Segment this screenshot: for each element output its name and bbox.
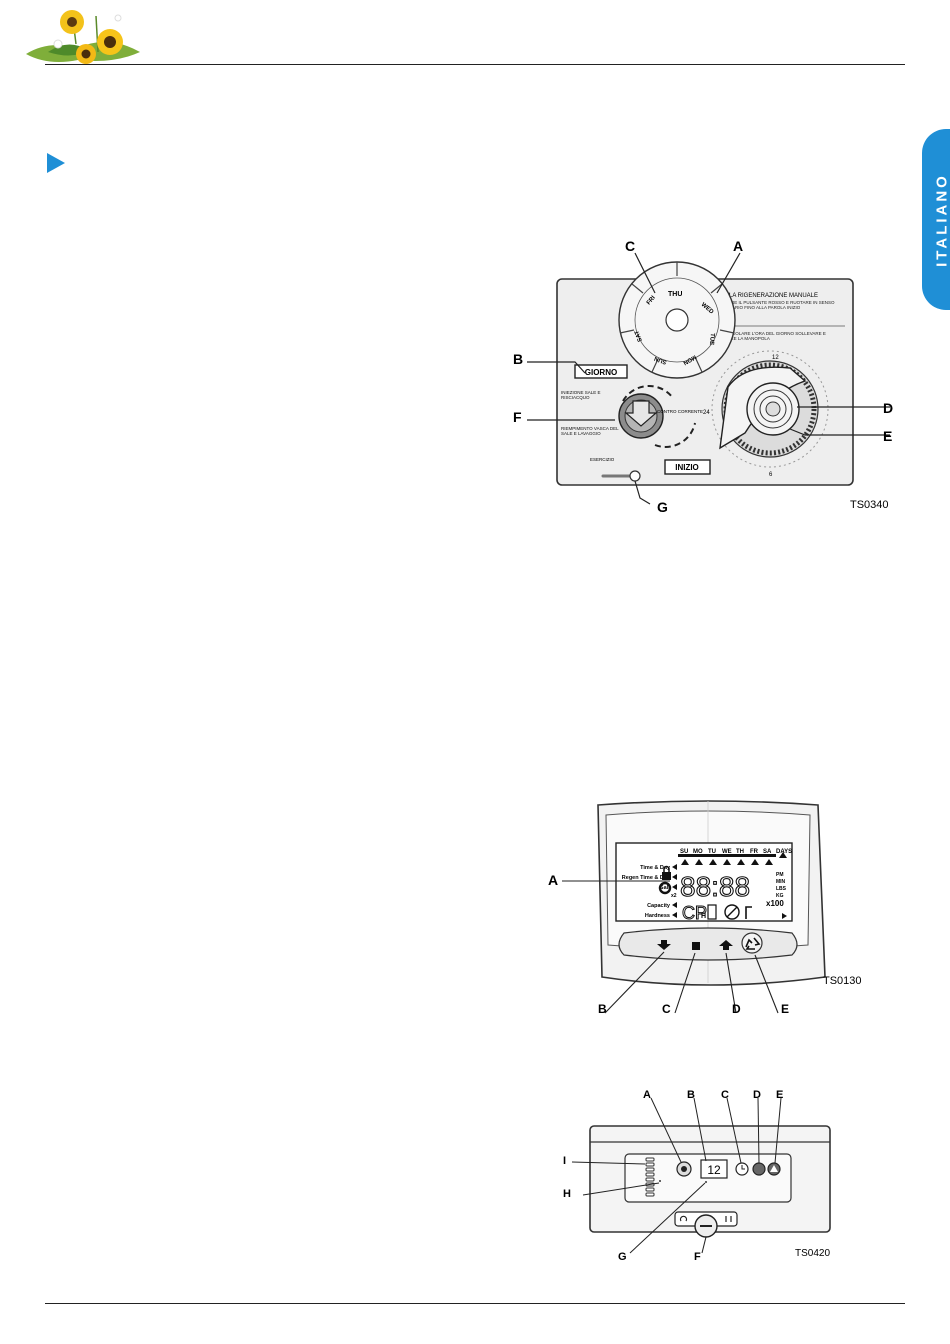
regen-cycle-icon [658,881,672,895]
dial-24-label: 24 [703,410,710,416]
callout-f: F [513,409,522,425]
panel-callout-a: A [643,1089,651,1101]
lcd-multiplier: x100 [766,899,784,908]
language-tab-label: ITALIANO [933,172,950,267]
dial-6-label: 6 [769,472,773,478]
callout-e: E [883,428,892,444]
lcd-unit-pm: PM [776,872,784,878]
lock-icon [662,872,671,880]
day-label-tue: TUE [708,333,715,345]
callout-d: D [883,400,893,416]
service-dot-icon [752,1162,766,1176]
lcd-callout-c: C [662,1002,671,1016]
callout-g: G [657,499,668,515]
service-label: ESERCIZIO [590,457,615,462]
lcd-callout-b: B [598,1002,607,1016]
panel-display-value: 12 [707,1163,721,1177]
callout-a: A [733,238,743,254]
callout-c: C [625,238,635,254]
manual-regen-body: PREMERE IL PULSANTE ROSSO E RUOTARE IN S… [715,300,835,310]
service-indicator [629,470,641,482]
refill-label: RIEMPIMENTO VASCA DEL SALE E LAVAGGIO [561,426,619,436]
footer-rule [45,1303,905,1304]
lcd-callout-a: A [548,872,558,888]
lcd-label-regen-time-day: Regen Time & Day [622,875,671,881]
lcd-h: H [701,913,706,920]
day-label-fri: FRI [646,295,657,307]
lcd-day-days: DAYS [776,849,792,855]
timer-figure: PER LA RIGENERAZIONE MANUALE PREMERE IL … [505,233,905,518]
lcd-callout-d: D [732,1002,741,1016]
panel-callout-g: G [618,1251,627,1263]
lcd-digits: 88:88 [680,871,750,902]
lcd-day-sa: SA [763,849,772,855]
header-rule [45,64,905,65]
panel-controller-figure: 12 A B C D E I H G F T [555,1082,855,1267]
panel-figure-code: TS0420 [795,1248,830,1259]
dial-12-label: 12 [772,355,779,361]
panel-callout-f: F [694,1251,701,1263]
panel-callout-d: D [753,1089,761,1101]
day-label-sun: SUN [654,355,668,365]
section-arrow-icon [47,153,65,173]
lcd-unit-kg: KG [776,893,784,899]
panel-callout-b: B [687,1089,695,1101]
lcd-day-mo: MO [693,849,703,855]
lcd-callout-e: E [781,1002,789,1016]
panel-callout-e: E [776,1089,783,1101]
lcd-x2: x2 [671,893,677,899]
lcd-day-we: WE [722,849,732,855]
giorno-label: GIORNO [585,368,617,377]
lcd-day-fr: FR [750,849,759,855]
lcd-unit-min: MIN [776,879,786,885]
lcd-unit-lbs: LBS [776,886,787,892]
panel-callout-c: C [721,1089,729,1101]
flag-icon [745,906,752,919]
lcd-cp: CP [682,903,707,923]
lcd-label-salt: Salt [660,885,670,891]
manual-regen-title: PER LA RIGENERAZIONE MANUALE [715,293,818,299]
panel-callout-i: I [563,1155,566,1167]
callout-b: B [513,351,523,367]
language-tab[interactable]: ITALIANO [922,129,950,310]
counter-current-label: CONTRO CORRENTE [657,409,703,414]
lcd-controller-figure: SU MO TU WE TH FR SA DAYS Time & Day Reg… [540,795,880,1020]
panel-callout-h: H [563,1188,571,1200]
day-label-thu: THU [668,291,682,298]
sunflower-logo [18,4,148,66]
lcd-day-tu: TU [708,849,716,855]
up-button[interactable] [719,940,733,950]
time-set-body: PER REGOLARE L'ORA DEL GIORNO SOLLEVARE … [715,331,826,341]
down-arrow-icon [624,400,658,427]
lcd-day-su: SU [680,849,688,855]
salt-injection-label: INIEZIONE SALE E RISCIACQUO [561,390,601,400]
down-button[interactable] [657,940,671,950]
recycle-icon [745,937,761,950]
day-label-sat: SAT [634,329,644,342]
lcd-label-capacity: Capacity [647,903,671,909]
no-meter-icon [724,904,740,920]
inizio-label: INIZIO [675,463,699,472]
lcd-label-hardness: Hardness [645,913,670,919]
set-button[interactable] [692,942,700,950]
figure-code: TS0340 [850,499,889,511]
lcd-label-time-day: Time & Day [640,865,671,871]
lcd-figure-code: TS0130 [823,975,862,987]
lcd-day-th: TH [736,849,744,855]
